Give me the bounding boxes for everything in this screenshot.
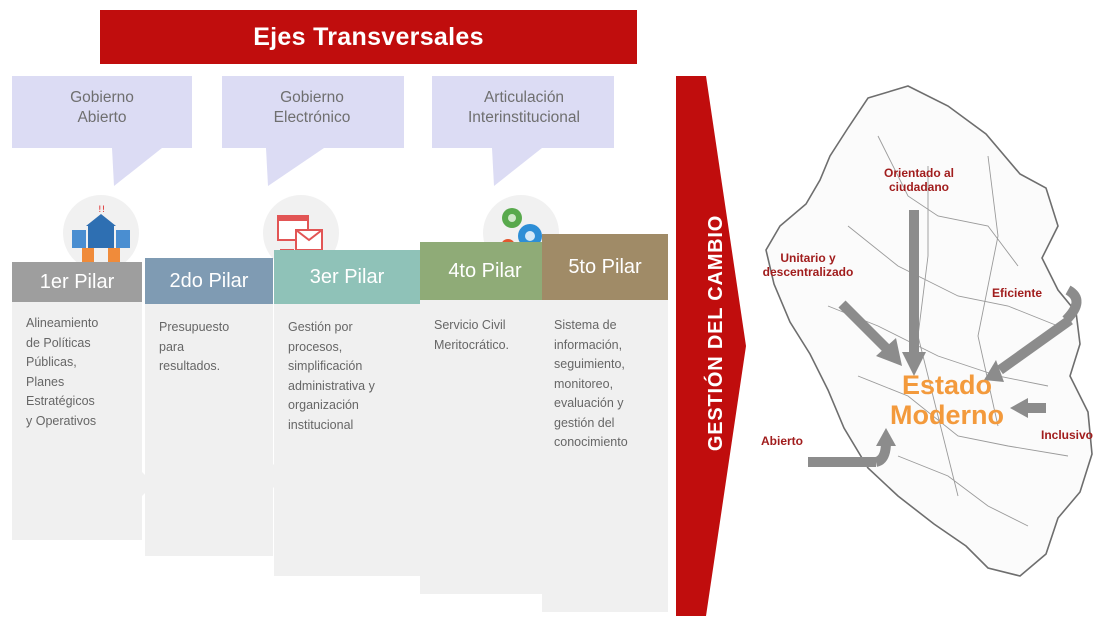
axis-electronic-government: Gobierno Electrónico [222, 76, 412, 276]
map-label-citizen-oriented: Orientado al ciudadano [883, 166, 954, 194]
pillar-4: 4to Pilar Servicio Civil Meritocrático. [420, 242, 560, 594]
axis-callout-shape [222, 76, 404, 186]
pillar-header: 4to Pilar [420, 242, 550, 300]
modern-state-label: Estado Moderno [890, 370, 1004, 430]
axis-callout-shape [432, 76, 614, 186]
pillar-5: 5to Pilar Sistema de información, seguim… [542, 234, 670, 612]
map-label-unitary-decentralized: Unitario y descentralizado [762, 251, 854, 279]
axis-interinstitutional-articulation: Articulación Interinstitucional [432, 76, 622, 276]
axis-open-government: Gobierno Abierto !! [12, 76, 202, 276]
axis-label: Gobierno Abierto [70, 89, 134, 126]
axis-callout-shape [12, 76, 192, 186]
map-label-efficient: Eficiente [991, 286, 1042, 300]
map-label-open: Abierto [761, 434, 803, 448]
map-label-inclusive: Inclusivo [1040, 428, 1093, 442]
pillar-1: 1er Pilar Alineamiento de Políticas Públ… [12, 262, 154, 540]
pillar-description: Alineamiento de Políticas Públicas, Plan… [26, 316, 99, 428]
svg-text:!!: !! [98, 205, 105, 215]
pillar-3: 3er Pilar Gestión por procesos, simplifi… [274, 250, 434, 576]
change-management-bar [676, 76, 746, 616]
pillar-description: Gestión por procesos, simplificación adm… [288, 320, 375, 432]
pillar-description: Sistema de información, seguimiento, mon… [554, 318, 628, 449]
ejes-transversales-banner: Ejes Transversales [100, 10, 637, 64]
map-arrows [808, 210, 1082, 467]
pillar-description: Presupuesto para resultados. [159, 320, 230, 373]
pillar-header: 3er Pilar [274, 250, 420, 304]
axis-label: Gobierno Electrónico [273, 89, 351, 126]
axis-label: Articulación Interinstitucional [467, 89, 580, 126]
pillar-header: 1er Pilar [12, 262, 142, 302]
peru-map [765, 85, 1093, 577]
open-government-icon: !! [62, 194, 140, 272]
pillar-header: 2do Pilar [145, 258, 273, 304]
change-management-title: GESTIÓN DEL CAMBIO [705, 214, 727, 452]
pillar-header: 5to Pilar [542, 234, 668, 300]
pillar-description: Servicio Civil Meritocrático. [434, 318, 510, 352]
banner-title: Ejes Transversales [253, 22, 484, 51]
pillar-2: 2do Pilar Presupuesto para resultados. [145, 258, 287, 556]
